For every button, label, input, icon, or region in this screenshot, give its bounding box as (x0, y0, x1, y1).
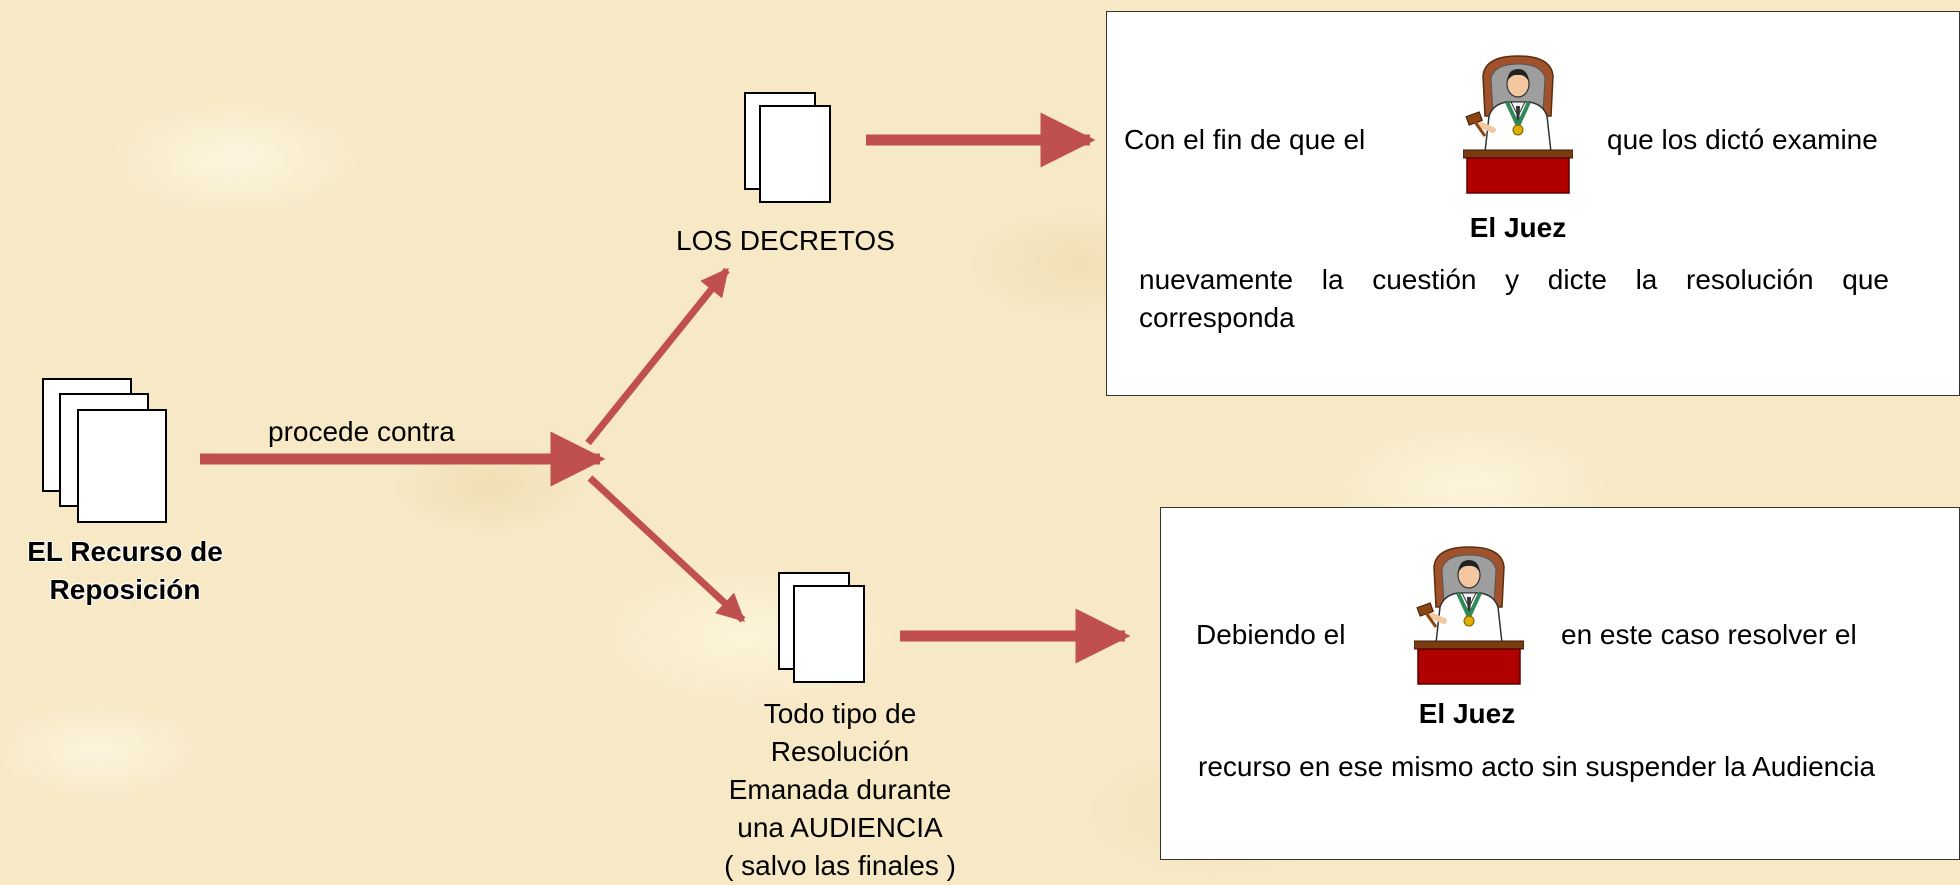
decretos-judge-label: El Juez (1469, 212, 1567, 243)
decretos-paragraph: nuevamente la cuestión y dicte la resolu… (1139, 264, 1889, 333)
audiencia-explanation-box: Debiendo el en este caso resolver el El … (1160, 507, 1960, 860)
documents-icon (744, 92, 831, 203)
decretos-label: LOS DECRETOS (676, 225, 895, 256)
documents-icon (778, 572, 865, 683)
audiencia-label-line-4: una AUDIENCIA (737, 812, 943, 843)
audiencia-text-after: en este caso resolver el (1561, 619, 1857, 650)
audiencia-label-line-1: Todo tipo de (763, 698, 917, 729)
judge-icon (1463, 55, 1573, 194)
source-title-line-2: Reposición (49, 574, 201, 605)
audiencia-label-line-5: ( salvo las finales ) (724, 850, 956, 881)
audiencia-text-before: Debiendo el (1196, 619, 1346, 650)
judge-icon (1414, 546, 1524, 685)
audiencia-label-line-2: Resolución (770, 736, 910, 767)
audiencia-label: Todo tipo de Resolución Emanada durante … (690, 695, 990, 885)
stacked-documents-icon (42, 378, 167, 523)
audiencia-paragraph: recurso en ese mismo acto sin suspender … (1198, 751, 1876, 782)
arrow-to-decretos (585, 267, 730, 446)
source-title: EL Recurso de Reposición (0, 533, 250, 609)
decretos-explanation-box: Con el fin de que el que los dictó exami… (1106, 11, 1960, 396)
relation-label: procede contra (268, 416, 455, 447)
arrow-to-audiencia (587, 475, 746, 623)
decretos-text-after: que los dictó examine (1607, 124, 1878, 155)
audiencia-judge-label: El Juez (1418, 698, 1516, 729)
source-title-line-1: EL Recurso de (27, 536, 223, 567)
audiencia-label-line-3: Emanada durante (728, 774, 952, 805)
decretos-text-before: Con el fin de que el (1124, 124, 1366, 155)
